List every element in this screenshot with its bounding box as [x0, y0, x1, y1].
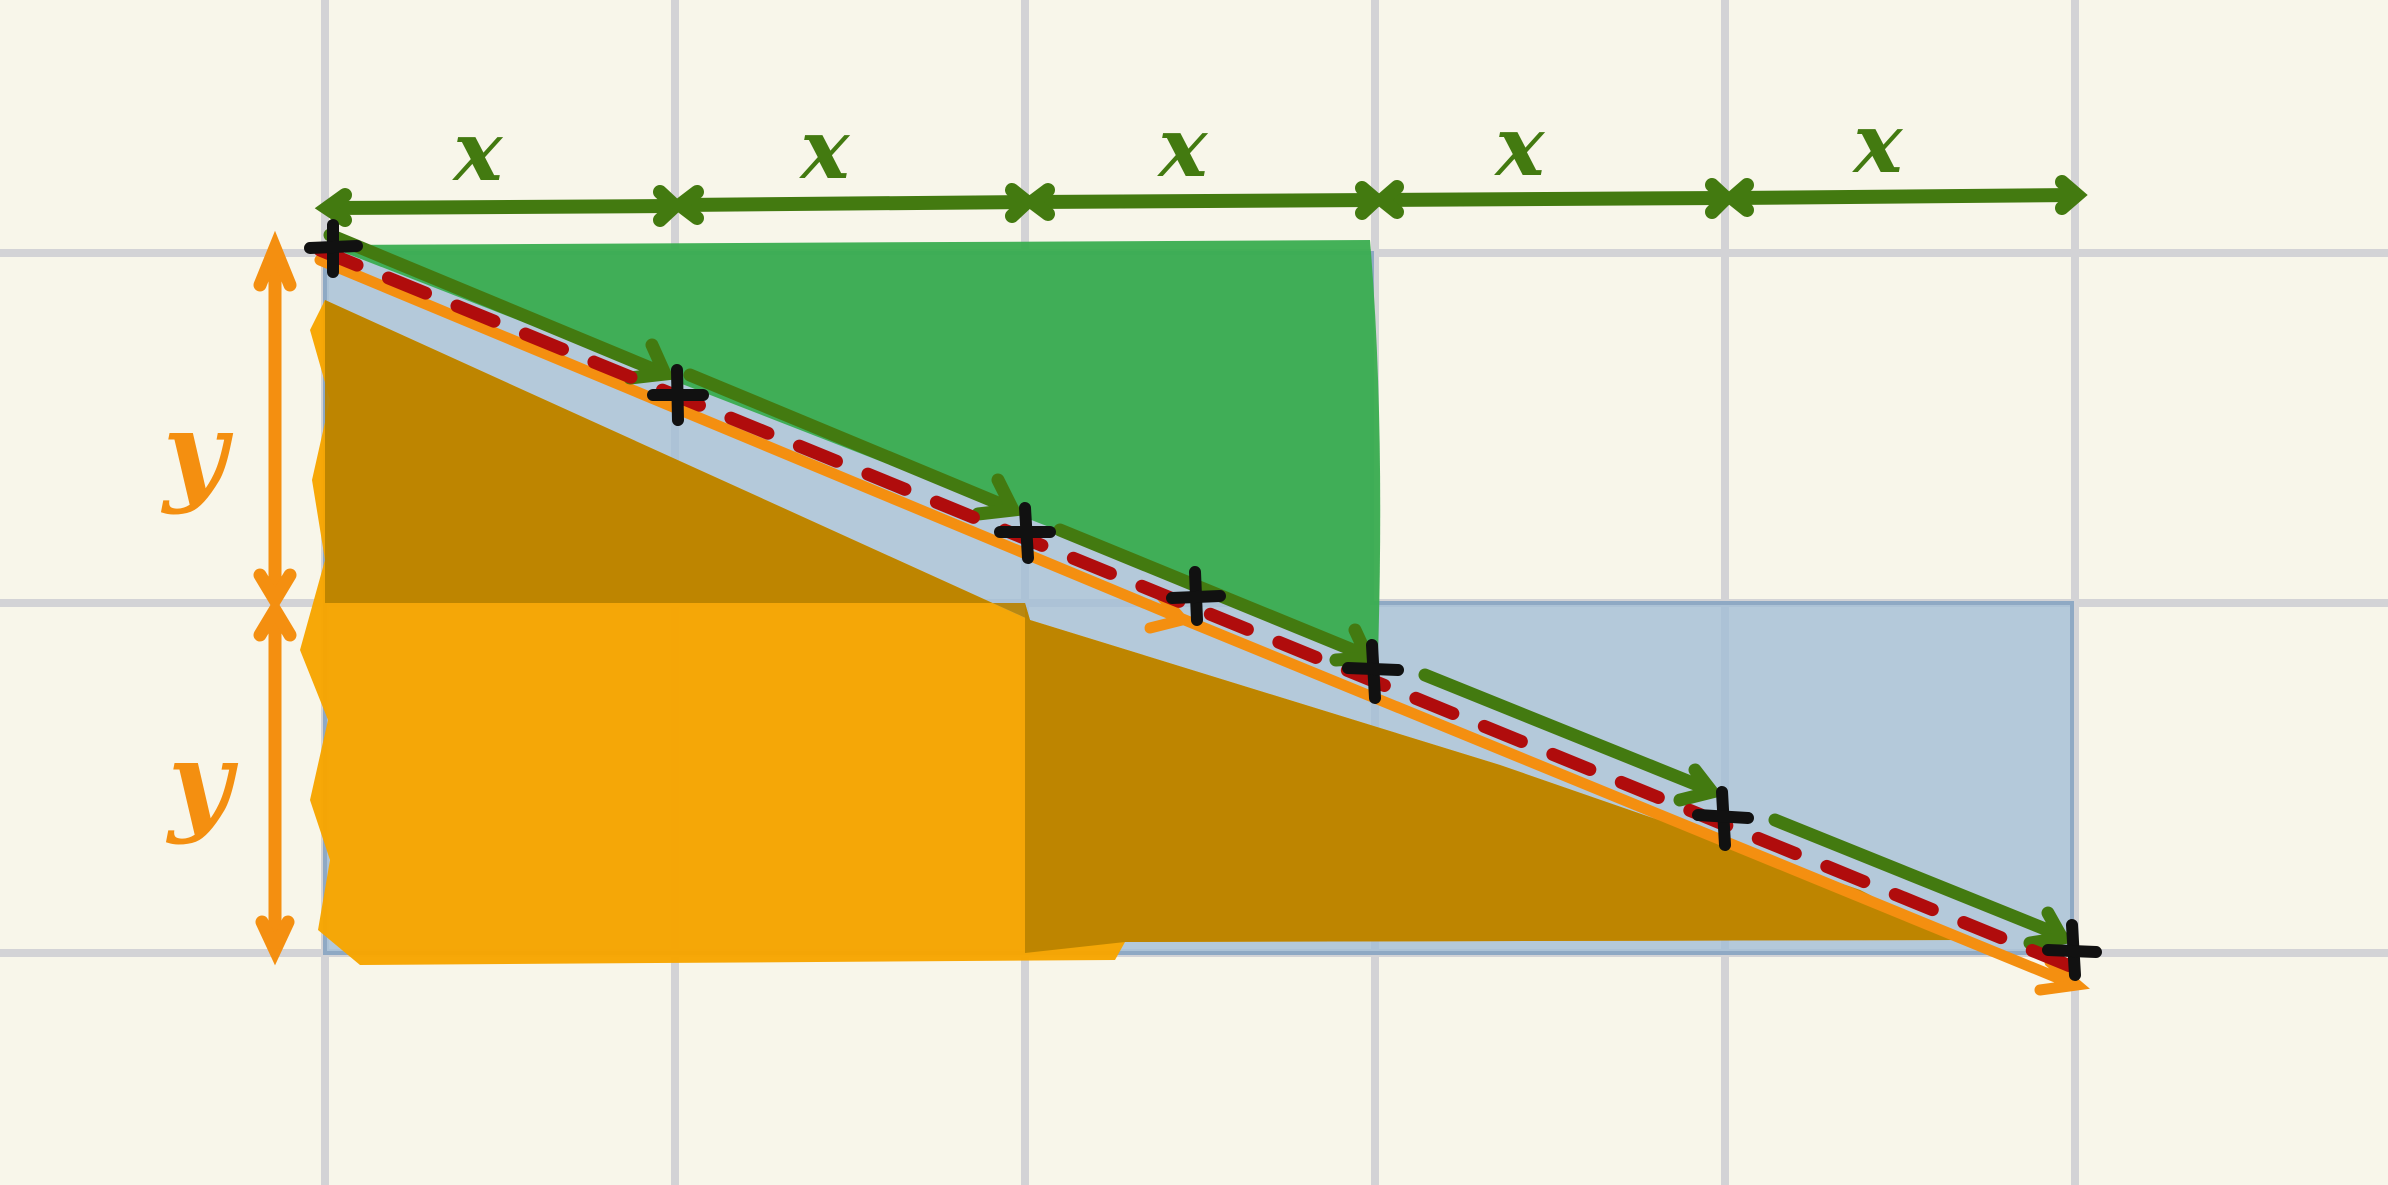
cross-mark	[2042, 919, 2102, 981]
x-label: x	[799, 102, 851, 198]
x-label: x	[452, 104, 504, 200]
x-arrows	[314, 175, 2088, 227]
x-arrow	[1025, 193, 1382, 209]
x-label: x	[1157, 100, 1209, 196]
arrowhead	[1721, 178, 1754, 217]
orange-dark-upper	[325, 300, 1030, 620]
green-diagonal-segment	[323, 228, 667, 379]
green-diagonal-segment	[1418, 668, 1717, 797]
x-arrow	[675, 195, 1032, 212]
arrowhead	[2034, 956, 2090, 996]
arrowhead	[623, 338, 675, 385]
cross-mark	[647, 364, 709, 426]
arrowhead	[2023, 906, 2073, 950]
y-label: y	[160, 387, 234, 516]
cross-mark	[1342, 639, 1404, 704]
arrowhead	[255, 915, 295, 966]
x-labels: x x x x x	[452, 96, 1904, 200]
arrowhead	[2055, 175, 2088, 215]
arrowhead	[971, 473, 1023, 521]
green-diagonal-segment	[683, 368, 1017, 515]
cross-marks	[304, 219, 2102, 981]
x-label: x	[1852, 96, 1904, 192]
arrowhead	[314, 188, 352, 227]
orange-diagonal-segment	[314, 254, 1186, 624]
cross-mark	[1692, 786, 1754, 851]
arrowhead	[1673, 763, 1724, 807]
cross-mark	[304, 219, 363, 278]
orange-diagonal-segment	[1174, 612, 2081, 991]
y-label: y	[165, 717, 239, 846]
x-arrow	[1725, 188, 2082, 205]
y-arrows	[253, 230, 297, 966]
x-label: x	[1494, 99, 1546, 195]
orange-dark-lower	[1025, 603, 1960, 953]
x-arrow	[1375, 191, 1732, 207]
arrowhead	[253, 230, 297, 292]
arrowhead	[1371, 180, 1404, 219]
arrowhead	[1020, 183, 1055, 221]
cross-mark	[994, 502, 1056, 564]
y-labels: y y	[160, 387, 239, 846]
dashed-diagonal	[313, 243, 2082, 975]
arrowhead	[253, 597, 297, 642]
green-diagonal-segment	[1768, 813, 2067, 942]
cross-mark	[1166, 566, 1226, 626]
arrowhead	[668, 185, 704, 225]
x-arrow	[323, 199, 679, 215]
